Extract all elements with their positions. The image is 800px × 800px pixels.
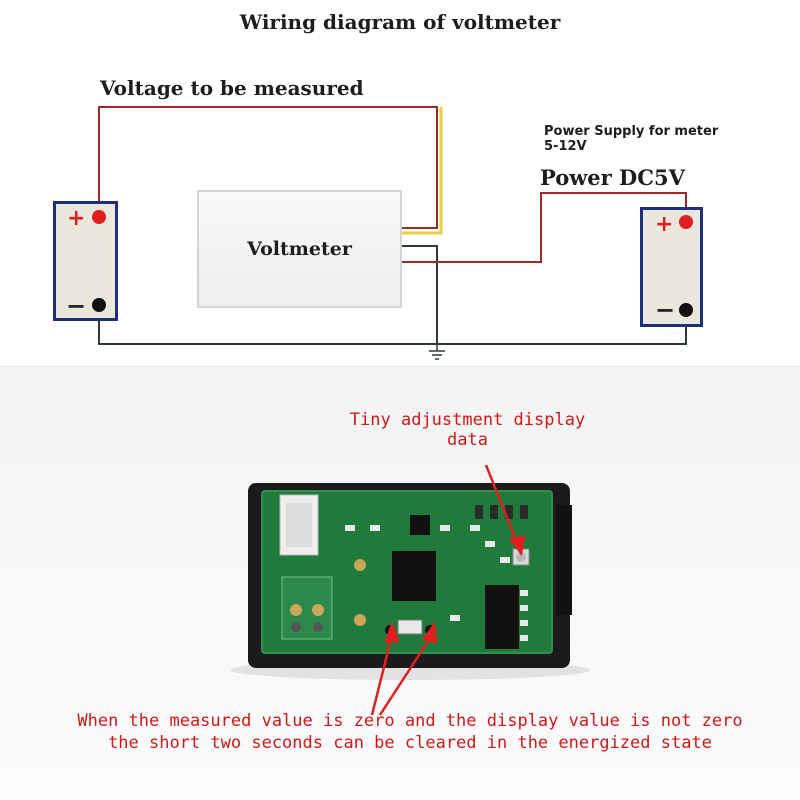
measured-positive-wire <box>98 106 438 229</box>
left-battery-minus: − <box>66 292 87 320</box>
power-supply-label-line2: 5-12V <box>544 139 587 154</box>
wiring-diagram: Wiring diagram of voltmeter Voltage to b… <box>0 0 800 365</box>
left-battery-negative-terminal <box>92 298 106 312</box>
annotation-arrows <box>370 465 526 716</box>
annotation-reset: When the measured value is zero and the … <box>0 710 800 754</box>
right-battery: + − <box>640 207 703 327</box>
annotation-reset-line1: When the measured value is zero and the … <box>77 711 743 731</box>
power-positive-wire <box>402 192 687 263</box>
voltmeter-box: Voltmeter <box>197 190 402 308</box>
left-battery-positive-terminal <box>92 210 106 224</box>
power-dc5v-label: Power DC5V <box>540 165 685 190</box>
voltmeter-ground-wire <box>402 245 438 345</box>
diagram-title: Wiring diagram of voltmeter <box>239 10 561 34</box>
ground-symbol <box>429 345 445 360</box>
annotation-adjustment-line2: data <box>447 430 488 450</box>
right-battery-positive-terminal <box>679 215 693 229</box>
reset-pads <box>397 619 423 635</box>
left-battery: + − <box>53 201 118 321</box>
right-battery-plus: + <box>655 212 674 237</box>
voltmeter-label: Voltmeter <box>247 238 352 260</box>
annotation-reset-line2: the short two seconds can be cleared in … <box>108 733 712 753</box>
annotation-adjustment: Tiny adjustment display data <box>0 410 800 450</box>
ic-chip <box>392 551 436 601</box>
yellow-wire <box>402 107 443 235</box>
voltage-to-be-measured-label: Voltage to be measured <box>100 76 364 100</box>
right-battery-negative-terminal <box>679 303 693 317</box>
right-battery-minus: − <box>655 296 676 324</box>
wires <box>98 106 687 360</box>
common-ground-wire <box>98 305 687 345</box>
product-photo: Tiny adjustment display data <box>0 365 800 800</box>
power-supply-label: Power Supply for meter 5-12V <box>544 124 718 154</box>
meter-module <box>230 465 590 716</box>
annotation-adjustment-line1: Tiny adjustment display <box>349 410 586 430</box>
power-supply-label-line1: Power Supply for meter <box>544 124 719 139</box>
left-battery-plus: + <box>67 206 86 231</box>
